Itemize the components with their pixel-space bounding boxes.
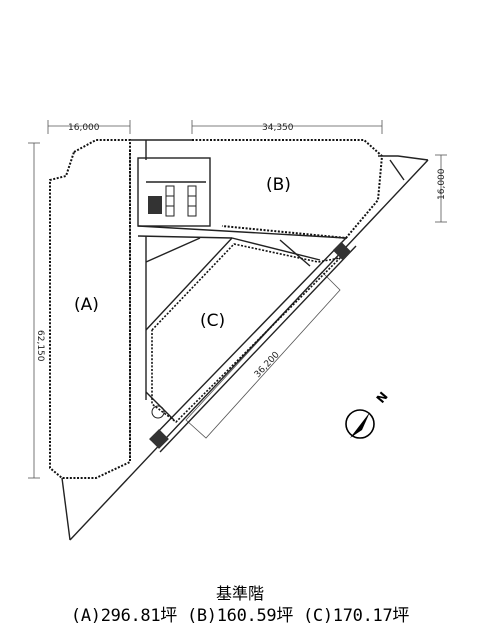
caption-title: 基準階 bbox=[215, 584, 264, 603]
floor-plan: 16,000 34,350 16,000 62,150 36,200 (A) (… bbox=[28, 120, 447, 541]
dimension-a-width: 16,000 bbox=[68, 123, 100, 133]
dimension-height: 62,150 bbox=[35, 330, 45, 362]
core-toilets bbox=[151, 185, 197, 419]
plan-caption: 基準階 (A)296.81坪 (B)160.59坪 (C)170.17坪 bbox=[0, 580, 480, 640]
dimension-b-width: 34,350 bbox=[262, 123, 294, 133]
zone-c-label: (C) bbox=[200, 311, 225, 331]
core-stairs bbox=[148, 196, 352, 449]
compass-arrow-icon bbox=[350, 412, 370, 438]
building-outline bbox=[49, 139, 384, 479]
zone-a-label: (A) bbox=[74, 295, 99, 315]
compass: N bbox=[345, 389, 391, 439]
dimension-lines bbox=[28, 120, 447, 479]
zone-b-label: (B) bbox=[266, 175, 291, 195]
compass-label: N bbox=[374, 389, 391, 406]
compass-ring bbox=[345, 409, 375, 439]
dimension-right: 16,000 bbox=[437, 168, 447, 200]
caption-areas: (A)296.81坪 (B)160.59坪 (C)170.17坪 bbox=[70, 606, 410, 626]
dimension-diagonal: 36,200 bbox=[253, 350, 282, 380]
structure-lines bbox=[61, 139, 429, 541]
zone-c-outline bbox=[151, 243, 343, 424]
floor-plan-drawing: 16,000 34,350 16,000 62,150 36,200 (A) (… bbox=[28, 120, 447, 541]
